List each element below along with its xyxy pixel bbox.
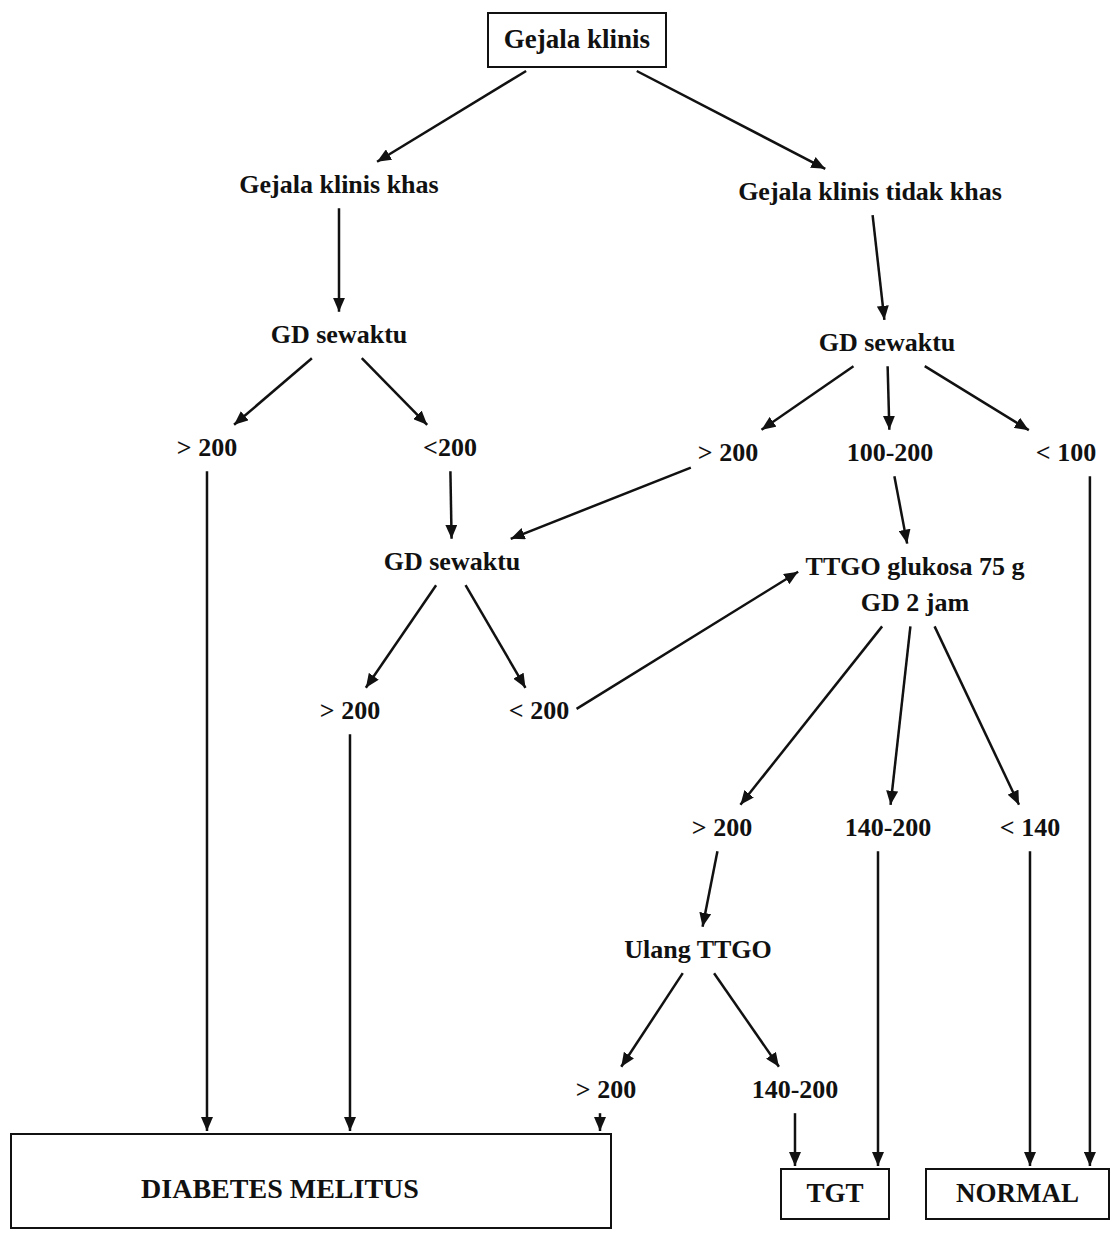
flow-arrow (1029, 851, 1032, 1166)
flow-label: < 140 (996, 808, 1064, 848)
node-text: > 200 (698, 435, 758, 471)
flow-label: > 200 (173, 428, 241, 468)
flow-label: Gejala klinis khas (235, 165, 442, 205)
node-text: > 200 (320, 693, 380, 729)
flow-label: GD sewaktu (267, 315, 412, 355)
flow-arrow (637, 71, 826, 169)
flow-arrow (450, 471, 451, 539)
flow-arrow (762, 366, 854, 430)
flow-box: NORMAL (925, 1168, 1110, 1220)
node-text: > 200 (177, 430, 237, 466)
flow-arrow (577, 572, 799, 709)
flow-label: 100-200 (843, 433, 938, 473)
flow-label: <200 (419, 428, 481, 468)
node-text: GD sewaktu (384, 544, 521, 580)
flow-label: > 200 (316, 691, 384, 731)
flow-label: > 200 (694, 433, 762, 473)
flow-arrow (466, 585, 526, 688)
node-text: NORMAL (956, 1175, 1079, 1213)
node-text: GD 2 jam (806, 585, 1025, 621)
flow-label: > 200 (572, 1070, 640, 1110)
flow-arrow (377, 71, 526, 162)
node-text: 140-200 (752, 1072, 839, 1108)
flow-label: 140-200 (841, 808, 936, 848)
node-text: Gejala klinis khas (239, 167, 438, 203)
node-text: Gejala klinis (504, 21, 650, 59)
flow-arrow (714, 973, 779, 1067)
node-text: > 200 (692, 810, 752, 846)
node-text: Gejala klinis tidak khas (738, 174, 1002, 210)
flow-box: TGT (780, 1168, 890, 1220)
flow-arrow (206, 471, 209, 1131)
node-text: DIABETES MELITUS (141, 1169, 419, 1208)
flow-arrow (338, 208, 341, 312)
node-text: TTGO glukosa 75 g (806, 549, 1025, 585)
flow-arrow (621, 973, 683, 1067)
node-text: <200 (423, 430, 477, 466)
flow-label: GD sewaktu (380, 542, 525, 582)
node-text: < 200 (509, 693, 569, 729)
node-text: TGT (806, 1175, 863, 1213)
flow-label: < 100 (1032, 433, 1100, 473)
flow-label: Ulang TTGO (620, 930, 776, 970)
flow-arrow (935, 626, 1019, 804)
node-text: > 200 (576, 1072, 636, 1108)
flow-arrow (703, 851, 718, 927)
node-text: < 100 (1036, 435, 1096, 471)
flow-arrow (891, 626, 911, 804)
flow-arrow (599, 1113, 602, 1131)
flow-arrow (877, 851, 880, 1166)
node-text: < 140 (1000, 810, 1060, 846)
flow-label: Gejala klinis tidak khas (734, 172, 1006, 212)
flow-arrow (740, 626, 882, 804)
flow-label: GD sewaktu (815, 323, 960, 363)
node-text: 140-200 (845, 810, 932, 846)
node-text: 100-200 (847, 435, 934, 471)
flow-label: > 200 (688, 808, 756, 848)
flow-arrow (366, 585, 436, 688)
flow-arrow (925, 366, 1029, 430)
flow-arrow (234, 358, 312, 425)
flow-arrow (888, 366, 890, 430)
flow-label: 140-200 (748, 1070, 843, 1110)
flow-box: DIABETES MELITUS (10, 1133, 612, 1229)
node-text: Ulang TTGO (624, 932, 772, 968)
flow-arrow (349, 734, 352, 1131)
flow-label: TTGO glukosa 75 gGD 2 jam (802, 547, 1029, 624)
flow-label: < 200 (505, 691, 573, 731)
flow-arrow (362, 358, 427, 425)
flow-arrow (1089, 476, 1092, 1166)
node-text: GD sewaktu (271, 317, 408, 353)
flow-arrow (794, 1113, 797, 1166)
flow-box: Gejala klinis (487, 12, 667, 68)
flow-arrow (873, 215, 885, 320)
flow-arrow (894, 476, 907, 543)
node-text: GD sewaktu (819, 325, 956, 361)
flow-arrow (511, 468, 691, 539)
